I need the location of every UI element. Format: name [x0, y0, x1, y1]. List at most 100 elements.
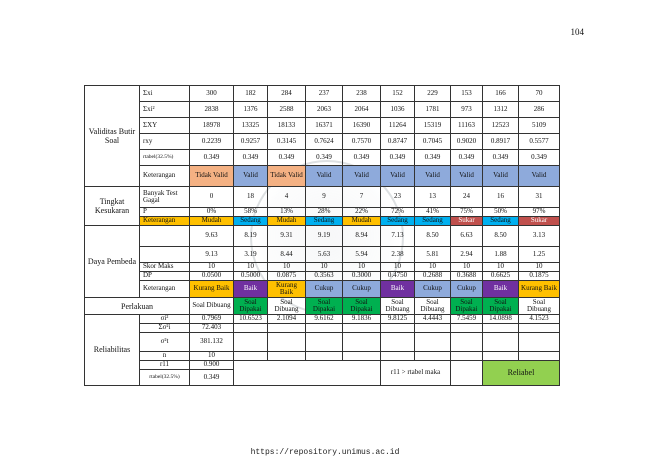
value-cell: 153: [450, 85, 483, 102]
value-cell: 152: [380, 85, 415, 102]
empty-cell: [305, 351, 343, 361]
value-cell: 10: [305, 262, 343, 272]
value-cell: 0.7570: [342, 133, 381, 150]
value-cell: 0.5000: [233, 271, 268, 281]
row-label: rtabel(32.5%): [139, 149, 190, 166]
empty-cell: [518, 323, 560, 333]
value-cell: 0.1875: [518, 271, 560, 281]
status-badge: Sedang: [305, 216, 343, 226]
value-cell: 166: [482, 85, 519, 102]
value-cell: 286: [518, 101, 560, 118]
value-cell: 50%: [482, 207, 519, 217]
value-cell: 10: [414, 262, 451, 272]
status-badge: Sedang: [482, 216, 519, 226]
status-badge: Kurang Baik: [189, 280, 234, 298]
value-cell: 0.3563: [305, 271, 343, 281]
status-badge: Valid: [342, 165, 381, 187]
value-cell: 15319: [414, 117, 451, 134]
value-cell: 0.349: [233, 149, 268, 166]
empty-cell: [450, 351, 483, 361]
empty-cell: [342, 323, 381, 333]
empty-cell: [233, 351, 268, 361]
value-cell: 284: [267, 85, 306, 102]
status-badge: Sedang: [414, 216, 451, 226]
value-cell: 5.81: [414, 246, 451, 263]
value-cell: 9.8125: [380, 314, 415, 324]
empty-cell: [342, 351, 381, 361]
value-cell: 8.19: [233, 225, 268, 247]
status-badge: Valid: [380, 165, 415, 187]
value-cell: 0.7045: [414, 133, 451, 150]
value-cell: 11264: [380, 117, 415, 134]
empty-cell: [450, 360, 483, 386]
value-cell: 5.63: [305, 246, 343, 263]
status-badge: Baik: [482, 280, 519, 298]
value-cell: 0.349: [342, 149, 381, 166]
status-badge: Valid: [233, 165, 268, 187]
empty-cell: [518, 351, 560, 361]
value-cell: 13325: [233, 117, 268, 134]
value-cell: 300: [189, 85, 234, 102]
status-badge: Mudah: [267, 216, 306, 226]
value-cell: 2588: [267, 101, 306, 118]
value-cell: 16371: [305, 117, 343, 134]
value-cell: 2064: [342, 101, 381, 118]
value-cell: 14.0898: [482, 314, 519, 324]
status-badge: Kurang Baik: [518, 280, 560, 298]
empty-cell: [482, 332, 519, 352]
value-cell: 0%: [189, 207, 234, 217]
value-cell: 22%: [342, 207, 381, 217]
value-cell: 0.349: [267, 149, 306, 166]
footer-url: https://repository.unimus.ac.id: [250, 448, 400, 457]
value-cell: 4.1523: [518, 314, 560, 324]
value-cell: 9.63: [189, 225, 234, 247]
status-badge: Soal Dibuang: [380, 297, 415, 315]
row-label: Keterangan: [139, 165, 190, 187]
row-label: ΣXY: [139, 117, 190, 134]
empty-cell: [414, 332, 451, 352]
value-cell: 10: [189, 262, 234, 272]
value-cell: 8.50: [482, 225, 519, 247]
status-badge: Soal Dibuang: [414, 297, 451, 315]
value-cell: 28%: [305, 207, 343, 217]
status-badge: Baik: [233, 280, 268, 298]
row-label: r11: [139, 360, 190, 370]
value-cell: 24: [450, 186, 483, 208]
empty-cell: [482, 323, 519, 333]
status-badge: Soal Dibuang: [267, 297, 306, 315]
value-cell: 0.349: [189, 149, 234, 166]
value-cell: 0.349: [450, 149, 483, 166]
value-cell: 2063: [305, 101, 343, 118]
empty-cell: [342, 332, 381, 352]
status-badge: Sedang: [233, 216, 268, 226]
empty-cell: [267, 351, 306, 361]
value-cell: 3.19: [233, 246, 268, 263]
conclusion-text: r11 > rtabel maka: [380, 360, 451, 386]
value-cell: 2.1094: [267, 314, 306, 324]
empty-cell: [233, 323, 268, 333]
table-row: rtabel(32.5%)0.349: [85, 369, 560, 386]
value-cell: 1312: [482, 101, 519, 118]
value-cell: 18978: [189, 117, 234, 134]
value-cell: 11163: [450, 117, 483, 134]
value-cell: 1036: [380, 101, 415, 118]
value-cell: 10.6523: [233, 314, 268, 324]
value-cell: 0.349: [380, 149, 415, 166]
value-cell: 12523: [482, 117, 519, 134]
value-cell: 5109: [518, 117, 560, 134]
value-cell: 2.38: [380, 246, 415, 263]
value-cell: 238: [342, 85, 381, 102]
empty-cell: [233, 360, 381, 386]
status-badge: Soal Dipakai: [305, 297, 343, 315]
empty-cell: [482, 351, 519, 361]
status-badge: Baik: [380, 280, 415, 298]
value-cell: 10: [189, 351, 234, 361]
empty-cell: [267, 323, 306, 333]
